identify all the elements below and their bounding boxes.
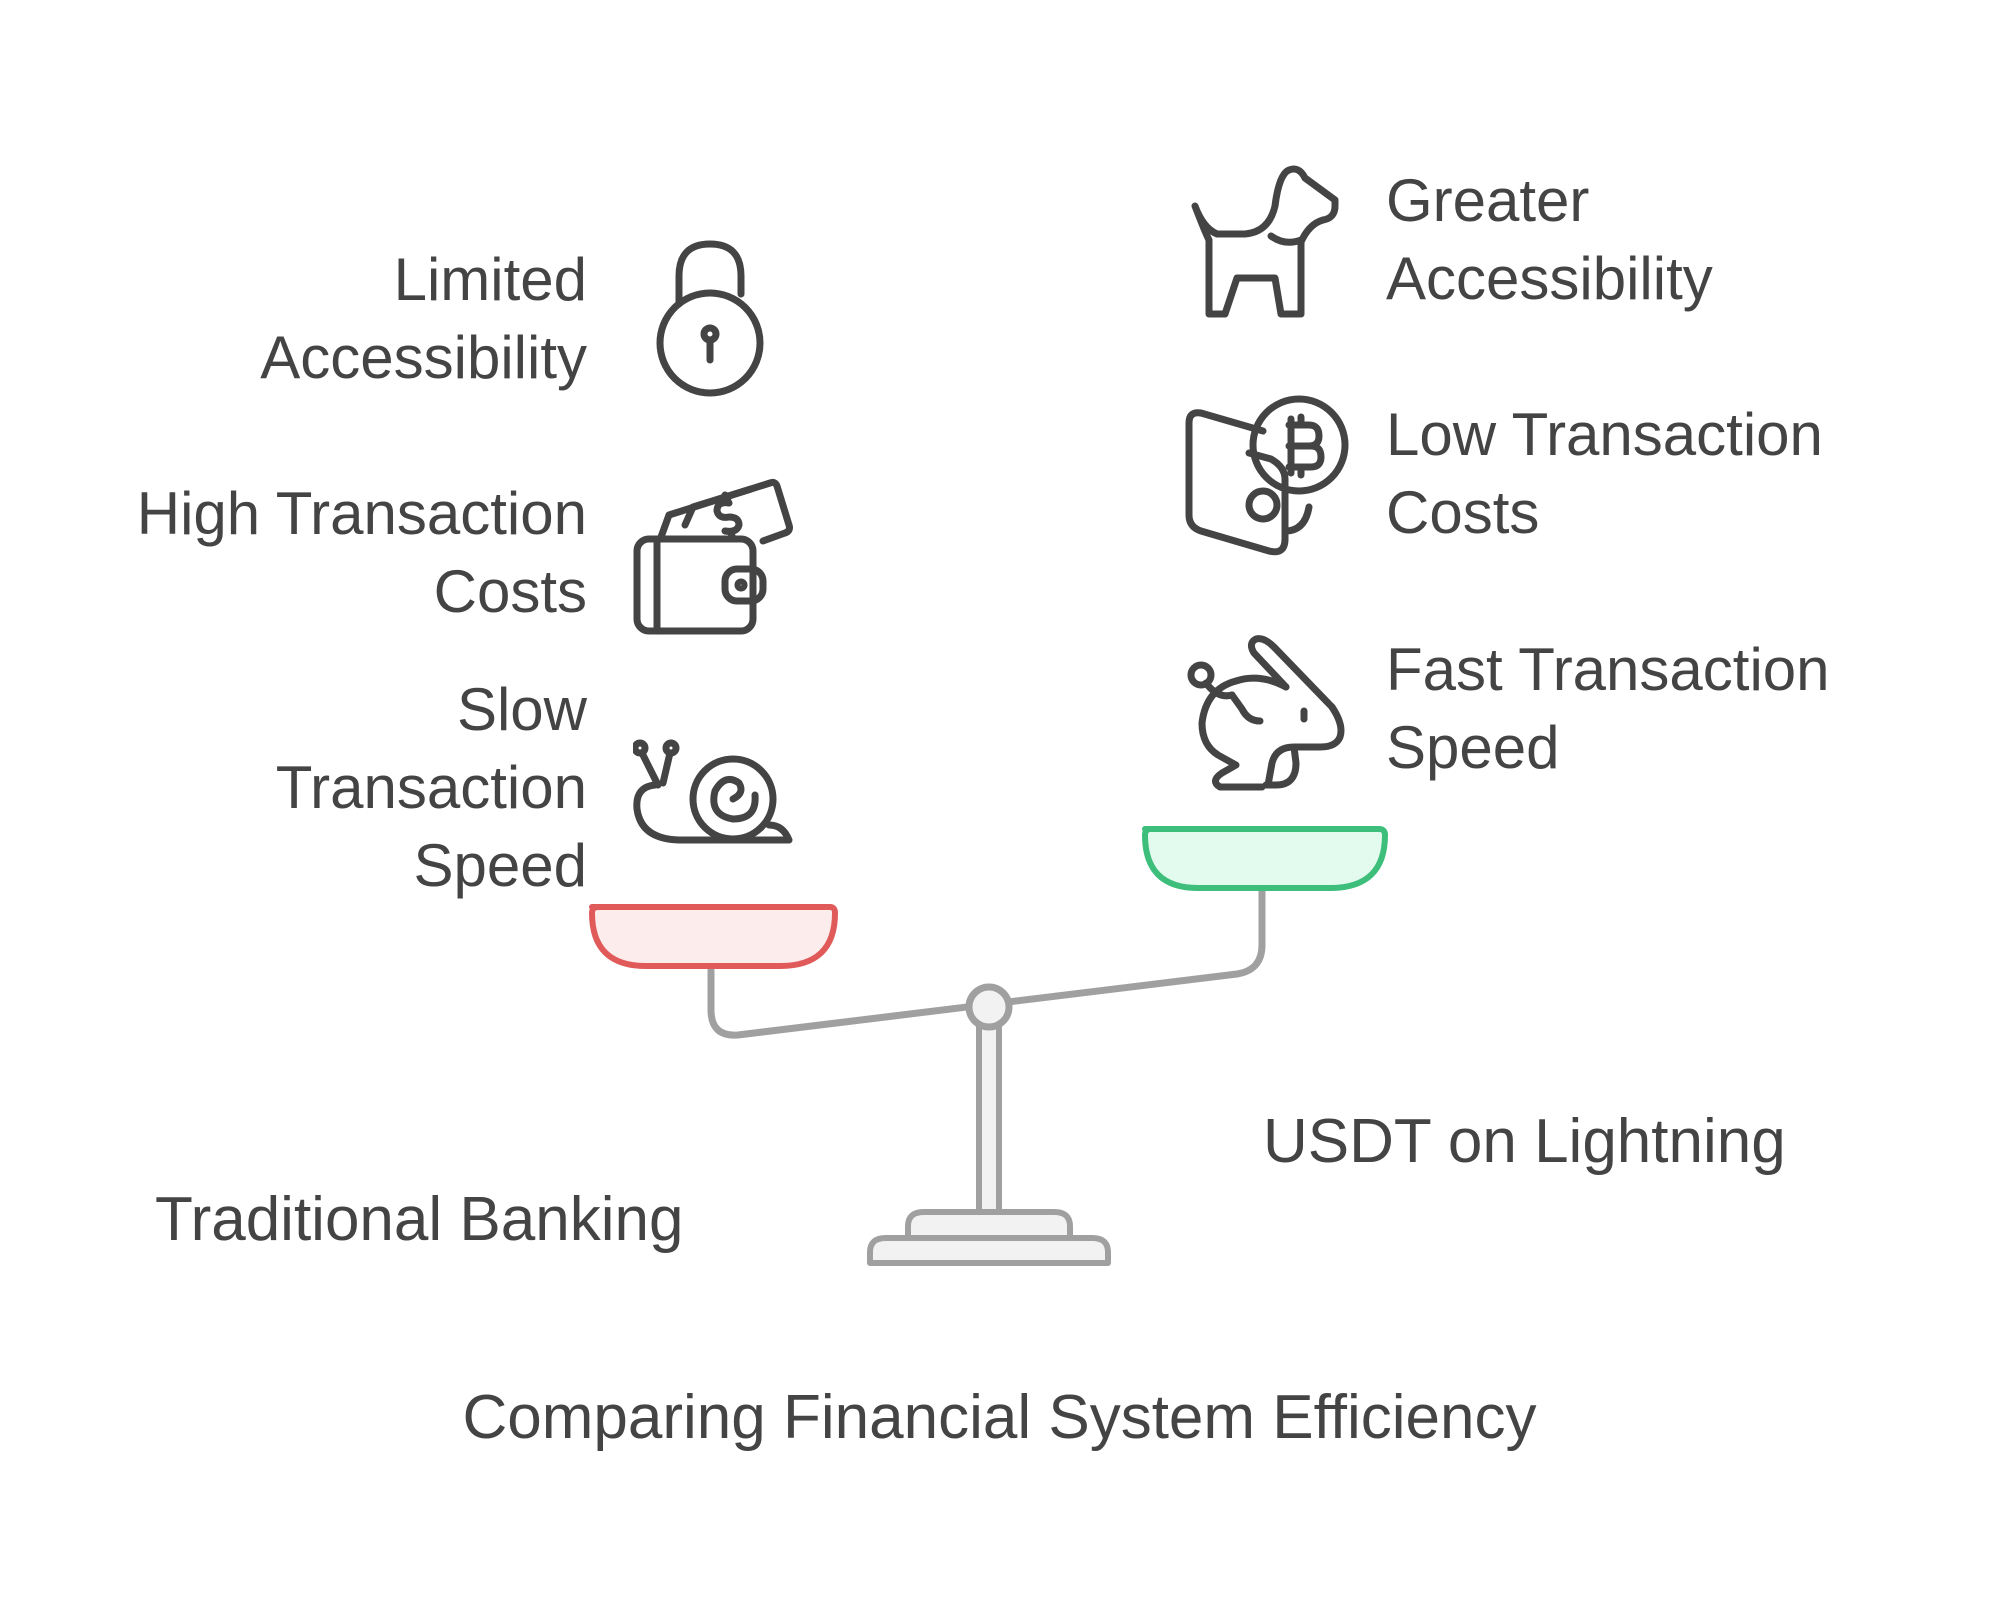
label-line: Limited <box>393 246 587 313</box>
rabbit-icon <box>1187 635 1345 791</box>
label-line: Costs <box>1386 479 1540 546</box>
label-line: Greater <box>1386 167 1590 234</box>
dog-icon <box>1191 165 1339 318</box>
scale-pivot <box>965 983 1013 1031</box>
label-line: Speed <box>413 832 588 899</box>
scale-pole <box>976 1017 1002 1223</box>
label-line: Fast Transaction <box>1386 636 1830 703</box>
snail-icon <box>633 739 793 844</box>
scale-base-top <box>905 1209 1073 1241</box>
label-line: Costs <box>433 558 587 625</box>
label-greater-accessibility: Greater Accessibility <box>1386 162 1713 318</box>
left-pan <box>589 904 838 969</box>
label-line: Speed <box>1386 714 1560 781</box>
label-high-transaction-costs: High Transaction Costs <box>137 475 587 631</box>
bitcoin-wallet-icon <box>1185 395 1349 556</box>
scale-base-bottom <box>867 1235 1111 1266</box>
label-line: Accessibility <box>260 324 587 391</box>
label-low-transaction-costs: Low Transaction Costs <box>1386 396 1823 552</box>
label-fast-transaction-speed: Fast Transaction Speed <box>1386 631 1830 787</box>
label-line: Accessibility <box>1386 245 1713 312</box>
side-name-usdt-on-lightning: USDT on Lightning <box>1263 1107 1786 1176</box>
label-line: High Transaction <box>136 480 587 547</box>
right-pan <box>1142 826 1388 891</box>
label-line: Low Transaction <box>1386 401 1823 468</box>
label-slow-transaction-speed: Slow Transaction Speed <box>276 671 587 905</box>
padlock-open-icon <box>656 240 764 397</box>
label-line: Transaction <box>275 754 587 821</box>
diagram-title: Comparing Financial System Efficiency <box>462 1383 1537 1452</box>
label-limited-accessibility: Limited Accessibility <box>260 241 587 397</box>
wallet-money-icon <box>633 478 793 635</box>
side-name-traditional-banking: Traditional Banking <box>155 1185 684 1254</box>
label-line: Slow <box>456 676 587 743</box>
